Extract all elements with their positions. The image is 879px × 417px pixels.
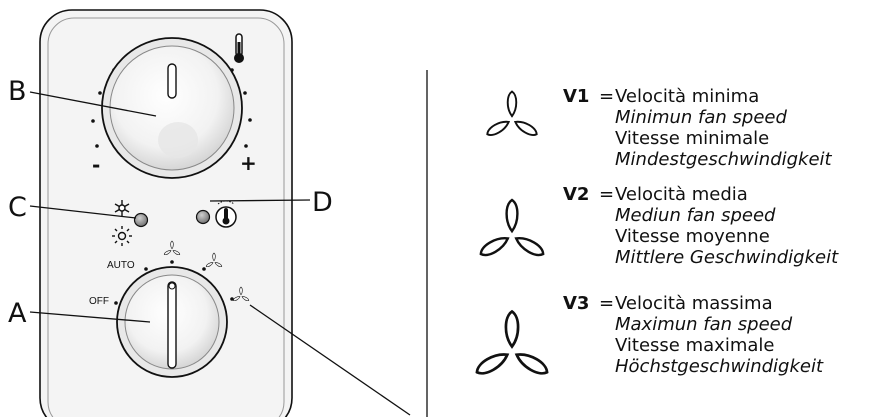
legend-equals: = (599, 184, 615, 205)
legend-code: V1 (563, 86, 590, 107)
callout-c: C (8, 192, 27, 223)
legend-german: Höchstgeschwindigkeit (615, 356, 824, 377)
legend-english: Mediun fan speed (615, 205, 776, 226)
cooling-led (133, 212, 149, 228)
legend-italian: Velocità massima (615, 293, 773, 314)
legend-german: Mindestgeschwindigkeit (615, 149, 832, 170)
legend-italian: Velocità media (615, 184, 748, 205)
fan-icon (484, 90, 540, 139)
legend-equals: = (599, 86, 615, 107)
legend-code: V2 (563, 184, 590, 205)
fan-speed-dots (114, 260, 234, 305)
sun-icon (112, 226, 132, 246)
callout-b: B (8, 76, 27, 107)
thermometer-circle-icon (215, 200, 237, 228)
legend-english: Maximun fan speed (615, 314, 793, 335)
legend-french: Vitesse minimale (615, 128, 770, 149)
auto-label: AUTO (107, 260, 135, 271)
legend-german: Mittlere Geschwindigkeit (615, 247, 839, 268)
legend-code: V3 (563, 293, 590, 314)
fan-icon (476, 198, 548, 260)
minus-label: - (92, 153, 100, 177)
legend-french: Vitesse moyenne (615, 226, 770, 247)
legend-english: Minimun fan speed (615, 107, 787, 128)
legend-v3: V3 = Velocità massima Maximun fan speed … (563, 293, 823, 377)
snowflake-icon (114, 200, 130, 216)
legend-equals: = (599, 293, 615, 314)
off-label: OFF (89, 296, 109, 307)
heating-led (195, 209, 211, 225)
plus-label: + (240, 151, 257, 175)
legend-italian: Velocità minima (615, 86, 760, 107)
callout-d: D (312, 187, 333, 218)
legend-v1: V1 = Velocità minima Minimun fan speed V… (563, 86, 832, 170)
fan-mode-knob[interactable] (116, 266, 228, 378)
callout-lines (29, 70, 428, 417)
legend-french: Vitesse maximale (615, 335, 775, 356)
thermostat-panel-inner (47, 17, 285, 417)
temperature-knob[interactable] (101, 37, 243, 179)
fan-icon (472, 310, 552, 379)
callout-a: A (8, 298, 27, 329)
thermometer-icon (234, 33, 244, 63)
legend-v2: V2 = Velocità media Mediun fan speed Vit… (563, 184, 838, 268)
